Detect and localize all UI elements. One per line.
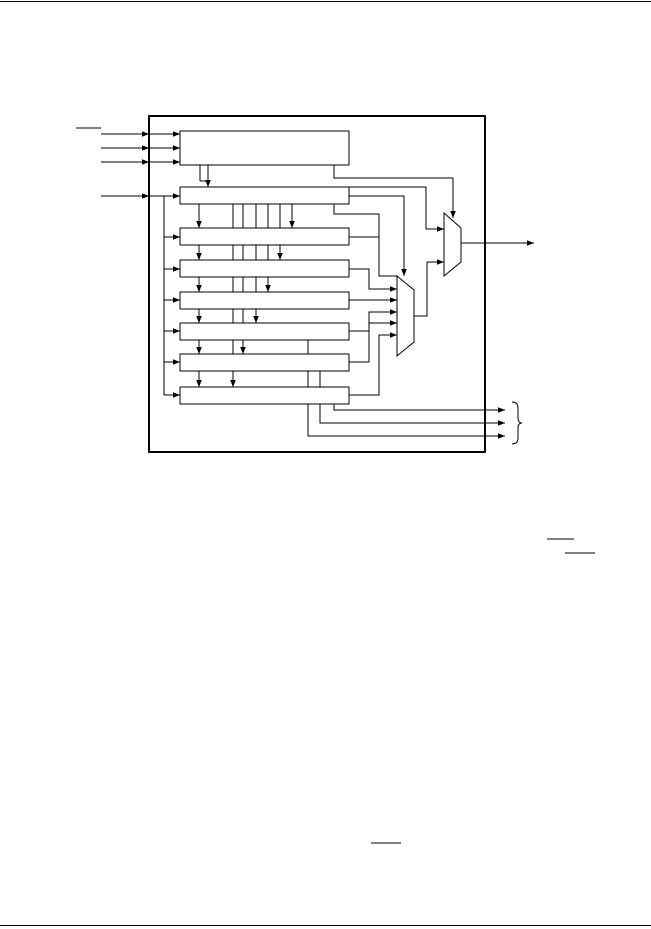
bus-output-brace: [511, 401, 523, 445]
shift-register-6: [179, 353, 350, 372]
mux-large: [396, 274, 415, 358]
shift-register-3: [179, 259, 350, 278]
footer-rule: [0, 925, 651, 926]
bus-output-line-1: [333, 404, 505, 413]
bus-output-line-2: [319, 404, 505, 426]
bus-output-line-3: [307, 404, 505, 439]
shift-register-1: [179, 186, 350, 205]
shift-register-5: [179, 322, 350, 341]
mux-output: [443, 211, 462, 278]
shift-register-2: [179, 227, 350, 246]
input-register: [179, 130, 350, 166]
shift-register-4: [179, 291, 350, 310]
header-rule: [0, 1, 651, 2]
chip-outline: [148, 115, 486, 453]
shift-register-7: [179, 386, 350, 405]
